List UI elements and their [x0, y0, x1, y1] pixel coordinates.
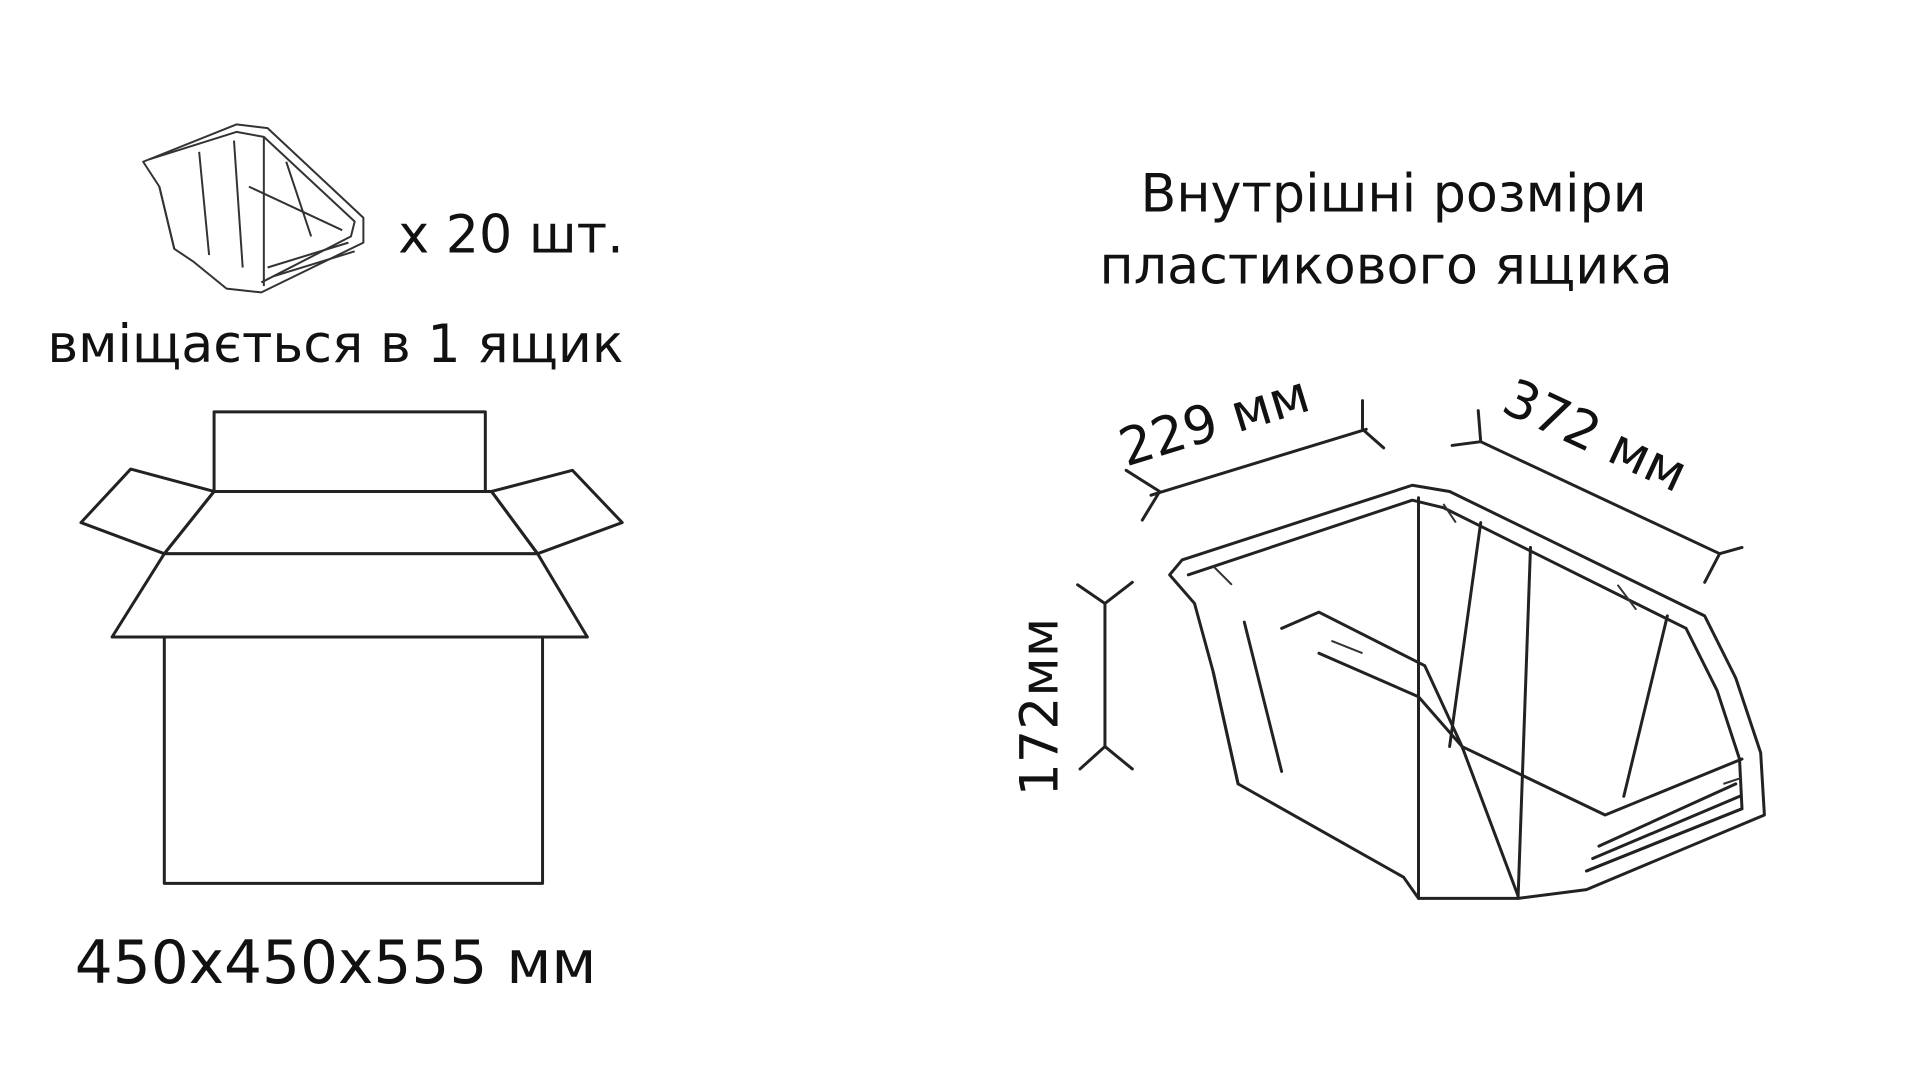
carton-box-icon	[79, 410, 624, 885]
title-line1: Внутрішні розміри	[1141, 165, 1647, 225]
plastic-bin-icon	[1168, 483, 1766, 900]
height-dimension-line	[1076, 580, 1134, 771]
width-dimension-line	[1124, 399, 1386, 522]
quantity-text: x 20 шт.	[398, 206, 623, 266]
fits-label: вміщається в 1 ящик	[47, 315, 623, 375]
length-label: 372 мм	[1494, 368, 1696, 505]
length-dimension-line	[1450, 409, 1744, 584]
small-bin-icon	[142, 123, 365, 294]
carton-size-text: 450x450x555 мм	[75, 929, 597, 998]
height-label: 172мм	[1011, 618, 1071, 797]
width-label: 229 мм	[1112, 365, 1316, 479]
title-line2: пластикового ящика	[1100, 237, 1673, 297]
